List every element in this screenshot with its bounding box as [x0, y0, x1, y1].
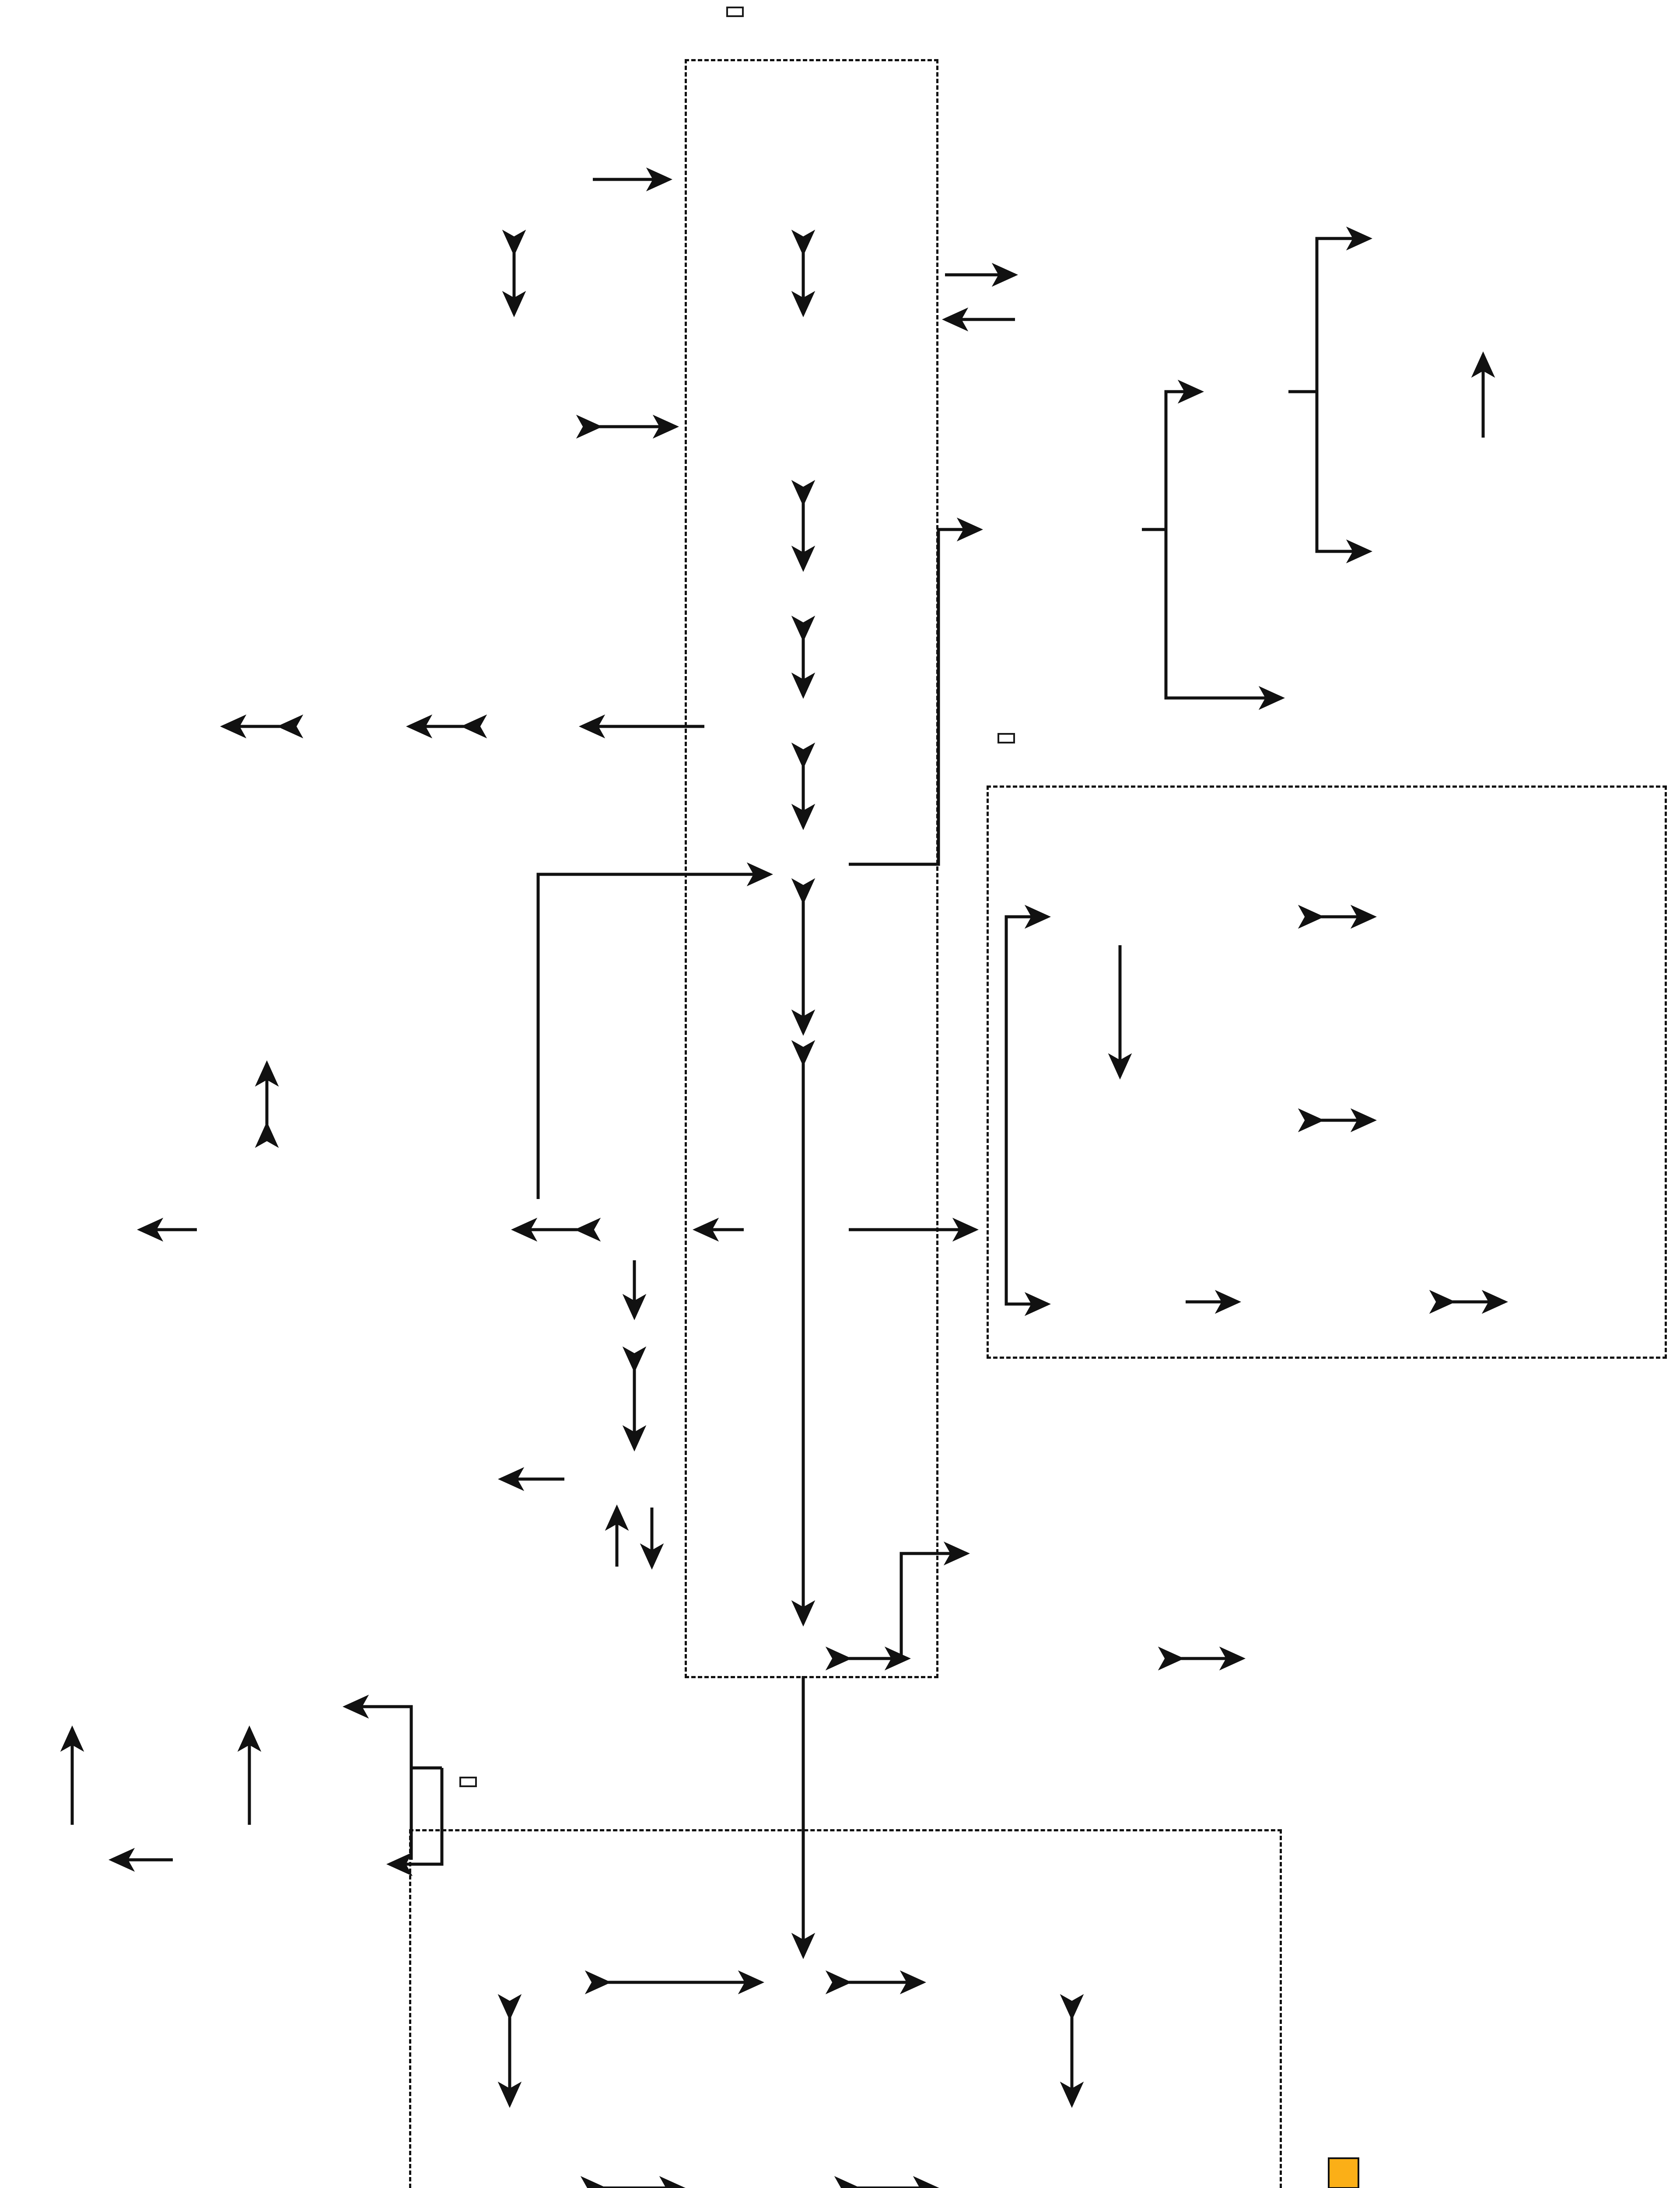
glycolysis-dashed-region	[685, 59, 938, 1678]
section-title-tca	[459, 1777, 477, 1787]
section-title-glycolysis	[726, 7, 744, 17]
section-title-bcaa	[998, 733, 1015, 743]
tca-dashed-region	[409, 1829, 1282, 2188]
legend-swatch-healthy	[1328, 2157, 1359, 2188]
legend	[1328, 2157, 1375, 2188]
bcaa-dashed-region	[987, 785, 1667, 1359]
legend-item-healthy	[1328, 2157, 1375, 2188]
